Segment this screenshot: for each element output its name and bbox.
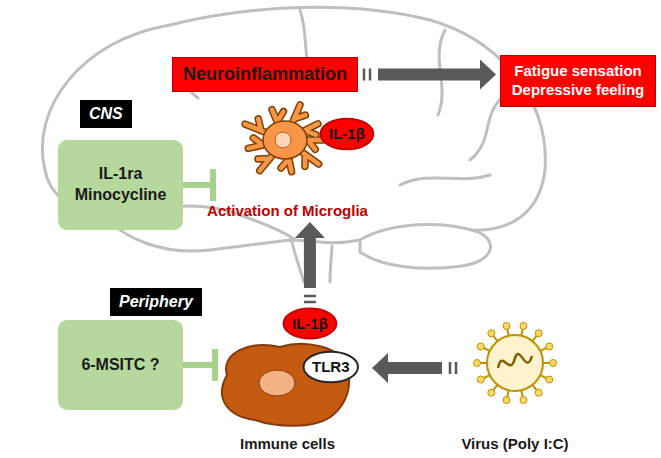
section-label: CNS: [80, 100, 132, 128]
immune-cell-nucleus: [259, 370, 295, 396]
cytokine-ellipse-shape: [321, 119, 374, 150]
virus-spike-tip: [503, 322, 510, 329]
outcome-box: Fatigue sensation Depressive feeling: [500, 55, 656, 107]
arrow-tail-stripe: [304, 301, 316, 304]
arrow-tail-stripe: [304, 295, 316, 298]
node-text: 6-MSITC ?: [81, 355, 159, 376]
node-text: Neuroinflammation: [183, 64, 347, 85]
virus-spike-tip: [488, 389, 495, 396]
virus-spike-tip: [474, 360, 481, 367]
inhibitor-box: 6-MSITC ?: [58, 320, 183, 410]
receptor-ellipse: TLR3: [303, 351, 359, 383]
section-label: Periphery: [110, 288, 202, 316]
connector: [295, 222, 325, 302]
node-text: CNS: [89, 105, 123, 123]
process-box: Neuroinflammation: [172, 57, 358, 92]
microglia-body: [245, 105, 323, 172]
arrow-tail-stripe: [369, 69, 372, 81]
brain-cerebellum: [360, 224, 491, 268]
cytokine-ellipse-shape: [284, 309, 337, 339]
cytokine-ellipse: IL-1β: [283, 308, 337, 339]
virus-body: [474, 322, 557, 403]
virus-spike-tip: [550, 360, 557, 367]
node-text: Fatigue sensation Depressive feeling: [509, 62, 647, 100]
connector: [372, 353, 456, 383]
virus-spike-tip: [546, 376, 553, 383]
virus-spike-tip: [546, 343, 553, 350]
inhibition-line: [183, 362, 215, 368]
node-text: TLR3: [312, 358, 350, 376]
receptor-ellipse-shape: [304, 352, 358, 383]
connector: [364, 60, 496, 90]
brain-sulcus: [400, 175, 490, 185]
microglia-soma: [263, 121, 307, 159]
microglia-cell: Activation of Microglia IL-1β: [205, 90, 370, 220]
virus-spike-tip: [520, 397, 527, 404]
microglia-nucleus: [275, 132, 291, 148]
virus-particle: Virus (Poly I:C): [450, 318, 580, 453]
cytokine-ellipse: IL-1β: [320, 118, 374, 150]
virus-spike-tip: [535, 389, 542, 396]
node-text: Periphery: [119, 293, 193, 311]
flow-arrow: [295, 222, 325, 288]
arrow-tail-stripe: [449, 362, 452, 374]
virus-spike-tip: [503, 397, 510, 404]
inhibition-bar: [210, 169, 216, 201]
virus-spike-tip: [520, 322, 527, 329]
arrow-tail-stripe: [363, 69, 366, 81]
node-text: IL-1β: [292, 315, 328, 332]
node-text: Activation of Microglia: [207, 202, 368, 220]
virus-spike-tip: [488, 330, 495, 337]
arrow-tail-stripe: [455, 362, 458, 374]
node-text: Immune cells: [240, 435, 335, 453]
virus-spike-tip: [535, 330, 542, 337]
virus-spike-tip: [477, 343, 484, 350]
immune-cell: Immune cells TLR3: [205, 335, 370, 453]
node-text: Virus (Poly I:C): [461, 435, 568, 453]
flow-arrow: [372, 353, 442, 383]
immune-cell-illustration: [205, 335, 370, 430]
brain-cerebrum: [42, 7, 545, 251]
inhibitor-box: IL-1ra Minocycline: [58, 140, 183, 230]
virus-spike-tip: [477, 376, 484, 383]
flow-arrow: [378, 60, 496, 90]
connector: [183, 169, 213, 201]
virus-particle-illustration: [450, 318, 580, 413]
inhibition-line: [183, 182, 213, 188]
inhibition-bar: [212, 349, 218, 381]
virus-capsid: [487, 335, 543, 391]
node-text: IL-1ra Minocycline: [66, 164, 175, 206]
connector: [183, 349, 215, 381]
virus-rna: [498, 354, 532, 368]
node-text: IL-1β: [329, 125, 365, 143]
